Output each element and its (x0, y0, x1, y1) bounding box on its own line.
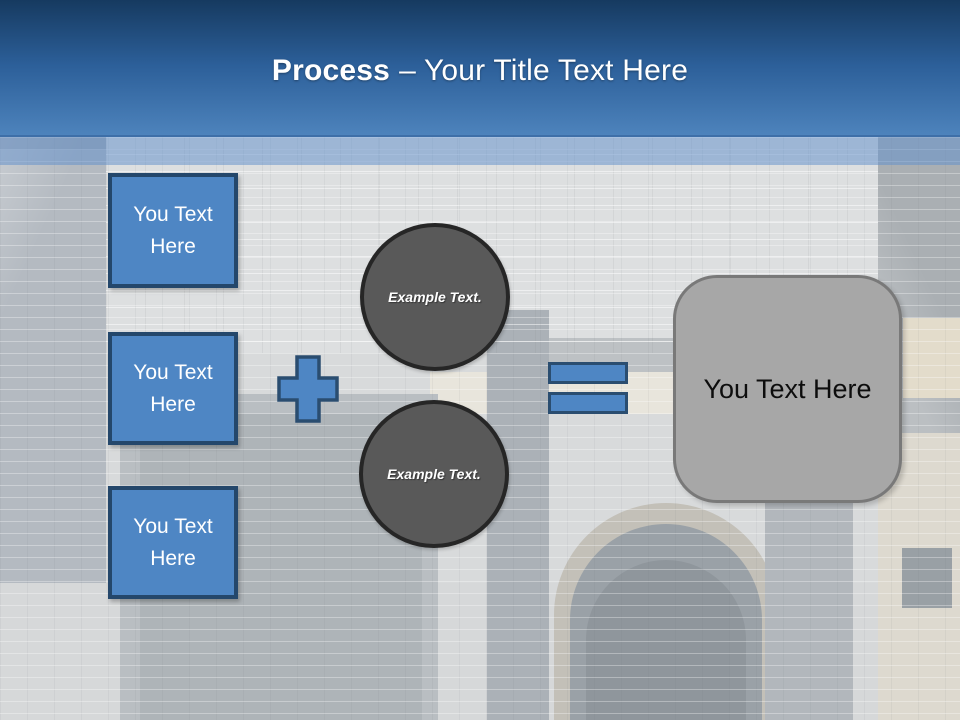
result-box[interactable]: You Text Here (673, 275, 902, 503)
right-window (902, 548, 952, 608)
dark-column (487, 310, 549, 720)
input-box-2[interactable]: You Text Here (108, 332, 238, 445)
input-box-1[interactable]: You Text Here (108, 173, 238, 288)
example-circle-1-label: Example Text. (388, 288, 482, 305)
right-stone-patch (903, 318, 960, 398)
slide-title-keyword: Process (271, 54, 391, 87)
slide-title[interactable]: Process– Your Title Text Here (0, 54, 960, 88)
input-box-3-label: You Text Here (133, 515, 213, 570)
example-circle-2[interactable]: Example Text. (359, 400, 509, 548)
arch-doorway-interior (586, 560, 746, 720)
result-box-label: You Text Here (703, 373, 872, 404)
equals-icon (548, 362, 628, 384)
example-circle-2-label: Example Text. (387, 465, 481, 482)
example-circle-1[interactable]: Example Text. (360, 223, 510, 371)
input-box-3[interactable]: You Text Here (108, 486, 238, 599)
equals-icon (548, 392, 628, 414)
header-banner (0, 0, 960, 137)
input-box-1-label: You Text Here (133, 203, 213, 258)
slide-title-rest: – Your Title Text Here (399, 54, 689, 87)
header-transparent-band (0, 137, 960, 165)
plus-icon (277, 355, 339, 423)
input-box-2-label: You Text Here (133, 361, 213, 416)
